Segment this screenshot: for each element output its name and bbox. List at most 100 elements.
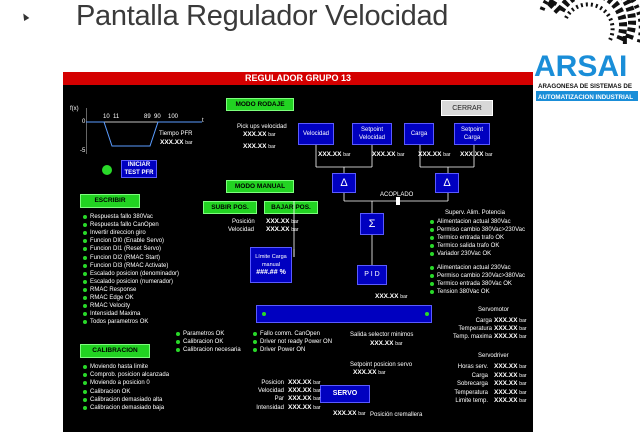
calib-item: Calibracion demasiado alta [90, 396, 163, 403]
sup-item: Alimentacion actual 380Vac [437, 219, 511, 225]
mouse-cursor-icon [20, 11, 30, 22]
limite-carga-box[interactable]: Límite Carga manual ###.## % [250, 247, 292, 283]
servodriver-label: Horas serv. [457, 364, 488, 370]
xtick: 11 [113, 114, 120, 120]
pid-block[interactable]: P I D [357, 265, 387, 285]
servo-label: Par [274, 396, 284, 403]
param-status-dot [83, 215, 87, 219]
param-item: Intensidad Maxima [90, 311, 141, 318]
selector-right-dot [425, 312, 429, 316]
modo-manual-button[interactable]: MODO MANUAL [226, 180, 294, 193]
servomotor-label: Carga [475, 318, 492, 324]
selector-left-dot [262, 312, 266, 316]
sup-status-dot [430, 282, 434, 286]
calib-item: Moviendo hasta limite [90, 364, 149, 370]
pfr-graph [86, 108, 202, 154]
param-item: Escalado posicion (denominador) [90, 270, 180, 277]
servo-value: XXX.XX bar [288, 387, 321, 395]
carga-block[interactable]: Carga [404, 123, 434, 145]
calib-status-dot [83, 397, 87, 402]
servodriver-label: Sobrecarga [456, 381, 488, 387]
servo-value: XXX.XX bar [288, 379, 321, 386]
servomotor-label: Temperatura [458, 326, 492, 332]
page-title: Pantalla Regulador Velocidad [76, 0, 449, 32]
arsai-logo: ARSAI ARAGONESA DE SISTEMAS DE AUTOMATIZ… [532, 0, 640, 104]
graph-xlabel: t [202, 118, 204, 124]
sp-carga-block[interactable]: Setpoint Carga [454, 123, 490, 145]
param-status-dot [83, 304, 87, 309]
status-item: Calibracion OK [183, 339, 224, 345]
delta-block-left[interactable]: Δ [332, 173, 356, 193]
servo-value: XXX.XX bar [288, 403, 321, 411]
iniciar-test-button[interactable]: INICIAR TEST PFR [121, 160, 157, 178]
sup-item: Termico entrada 380Vac OK [437, 281, 512, 287]
param-status-dot [83, 239, 87, 244]
param-item: Invertir direccion giro [90, 230, 146, 237]
param-status-dot [83, 271, 87, 276]
bajar-pos-button[interactable]: BAJAR POS. [264, 201, 318, 214]
status-item: Parametros OK [183, 331, 225, 337]
param-status-dot [83, 296, 87, 300]
svg-text:AUTOMATIZACION INDUSTRIAL: AUTOMATIZACION INDUSTRIAL [538, 94, 633, 101]
servo-value: XXX.XX bar [288, 395, 321, 403]
servodriver-label: Temperatura [454, 389, 488, 396]
status-item: Driver Power ON [260, 347, 306, 353]
velocidad-block[interactable]: Velocidad [298, 123, 334, 145]
servo-label: Intensidad [256, 404, 284, 411]
xtick: 90 [154, 114, 161, 120]
sigma-block[interactable]: Σ [360, 213, 384, 235]
sup-status-dot [430, 220, 434, 224]
servomotor-value: XXX.XX bar [494, 325, 527, 332]
sup-item: Alimentacion actual 230Vac [437, 265, 511, 271]
servomotor-label: Temp. maxima [452, 334, 492, 340]
servodriver-label: Carga [471, 372, 488, 379]
acoplado-label: ACOPLADO [380, 192, 414, 198]
calibracion-button[interactable]: CALIBRACION [80, 344, 150, 358]
servomotor-value: XXX.XX bar [494, 317, 527, 324]
cerrar-button[interactable]: CERRAR [441, 100, 493, 116]
param-status-dot [83, 255, 87, 260]
status-item: Driver not ready Power ON [260, 339, 333, 345]
sup-status-dot [430, 236, 434, 240]
param-item: RMAC Edge OK [90, 295, 134, 301]
status-item: Fallo comm. CanOpen [260, 331, 321, 337]
calib-status-dot [83, 365, 87, 369]
sup-item: Permiso cambio 230Vac>380Vac [437, 273, 525, 279]
param-status-dot [83, 263, 87, 268]
servomotor-value: XXX.XX bar [494, 333, 527, 340]
servodriver-value: XXX.XX bar [494, 388, 527, 396]
param-status-dot [83, 312, 87, 317]
calib-status-dot [83, 389, 87, 394]
param-item: Funcion DI0 (Enable Servo) [90, 238, 165, 245]
status-status-dot [253, 340, 257, 344]
delta-block-right[interactable]: Δ [435, 173, 459, 193]
servodriver-value: XXX.XX bar [494, 380, 527, 387]
status-item: Calibracion necesaria [183, 347, 241, 353]
servo-label: Posicion [261, 380, 284, 386]
sup-status-dot [430, 244, 434, 248]
servomotor-title: Servomotor [478, 307, 510, 313]
xtick: 10 [103, 114, 110, 120]
modo-rodaje-button[interactable]: MODO RODAJE [226, 98, 294, 111]
control-wiring [293, 145, 475, 265]
param-status-dot [83, 231, 87, 236]
xtick: 100 [168, 114, 179, 120]
sup-status-dot [430, 252, 434, 256]
param-item: Respuesta fallo 380Vac [90, 214, 153, 220]
sup-item: Termico entrada trafo OK [437, 235, 505, 241]
sup-status-dot [430, 266, 434, 270]
status-light-icon [102, 165, 112, 175]
escribir-param-button[interactable]: ESCRIBIR PARAM. [80, 194, 140, 216]
calib-status-dot [83, 381, 87, 386]
servo-block[interactable]: SERVO [320, 385, 370, 403]
ytick: -5 [80, 148, 86, 154]
calib-status-dot [83, 373, 87, 378]
calib-item: Calibracion demasiado baja [90, 405, 165, 411]
sp-velocidad-block[interactable]: Setpoint Velocidad [352, 123, 392, 145]
sup-item: Termico salida trafo OK [437, 243, 500, 249]
param-item: Respuesta fallo CanOpen [90, 222, 159, 229]
subir-pos-button[interactable]: SUBIR POS. [203, 201, 257, 214]
sup-item: Permiso cambio 380Vac>230Vac [437, 227, 525, 233]
param-status-dot [83, 287, 87, 292]
selector-bar [256, 305, 432, 323]
